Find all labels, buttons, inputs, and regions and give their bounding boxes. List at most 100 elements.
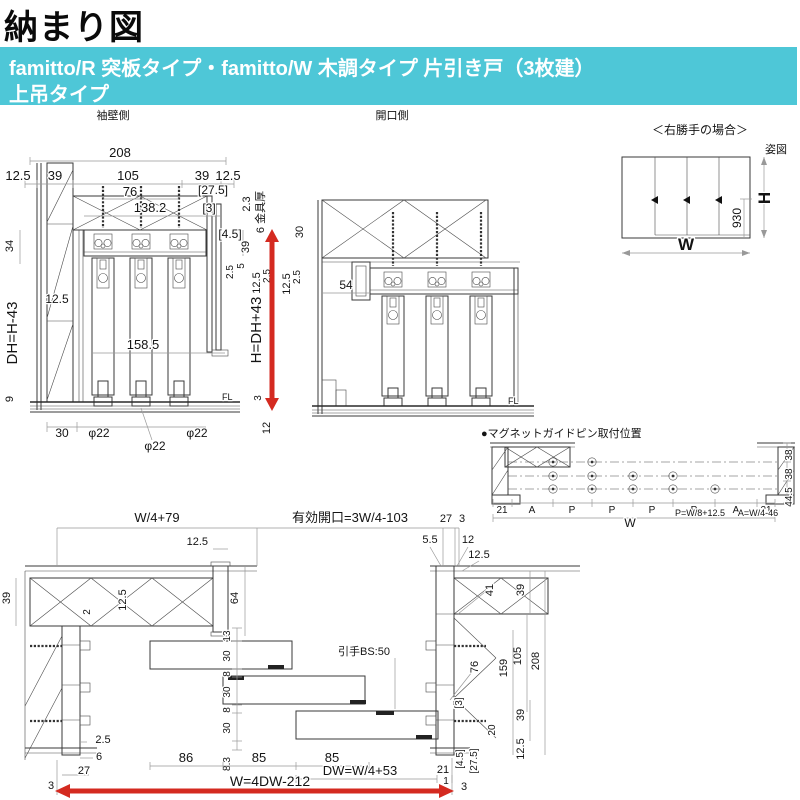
dim-label: 21 [496,505,508,516]
dim-label: 2.5 [292,270,303,284]
left-section-title: 袖壁側 [97,108,130,122]
header-beam [321,199,489,259]
dim-label: 12.5 [45,292,69,306]
dh-formula: DH=H-43 [4,302,21,365]
dim-label: [3] [454,697,465,708]
dim-label: 85 [325,750,339,765]
dim-label: [27.5] [469,748,480,773]
dim-label: A [733,505,740,516]
dim-label: 12 [261,422,273,434]
dim-label: 2.3 [241,196,253,211]
height-arrow: H=DH+43 [247,229,279,411]
page-title: 納まり図 [4,9,144,47]
opening-formula: 有効開口=3W/4-103 [292,510,408,525]
elevation-note: ＜右勝手の場合＞ [652,122,748,137]
dim-label: 5 [236,263,247,269]
slide-arrow-icon [715,196,722,204]
door-panels-plan [149,640,439,740]
dim-label: 159 [498,659,510,677]
dim-label: P [691,505,698,516]
dim-label: 930 [730,208,744,228]
handle [376,711,394,715]
dim-label: 39 [240,241,252,253]
dim-label: 21 [760,505,772,516]
elevation-title: 姿図 [765,143,787,156]
dim-label: 3 [48,780,54,792]
dim-label: H [755,192,774,204]
dim-label: P [609,505,616,516]
dim-label: 27 [440,513,452,525]
pocket-jamb [212,565,229,633]
dim-label: 85 [252,750,266,765]
dim-label: 8 [222,671,233,677]
dim-label: 5.5 [422,534,437,546]
handle [350,700,366,704]
magnet-pin-diagram: ●マグネットガイドピン取付位置 21 A P P P P A 21 [480,425,796,531]
dim-label: 2.5 [225,265,236,279]
dim-label: 30 [222,722,233,734]
dim-label: 64 [229,592,241,604]
fl-label: FL [222,392,233,402]
h-formula: H=DH+43 [248,297,265,364]
dim-label: 12.5 [5,168,30,183]
door-panels-section [91,257,191,407]
w-formula: W=4DW-212 [230,773,310,789]
dim-label: 12.5 [468,549,489,561]
dim-label: 6 金具厚 [253,191,267,233]
left-frame [61,625,81,756]
width-arrow: W=4DW-212 [55,772,454,798]
banner-line1: famitto/R 突板タイプ・famitto/W 木調タイプ 片引き戸（3枚建… [9,58,595,80]
dim-label: 27 [78,765,90,777]
dim-label: 86 [179,750,193,765]
a-formula: A=W/4-46 [738,508,778,518]
dim-label: 8 [222,707,233,713]
dim-label: W/4+79 [134,510,179,525]
p-formula: P=W/8+12.5 [675,508,725,518]
dim-label: W [678,235,695,254]
dim-label: 38 [784,468,795,480]
dim-label: 8.3 [222,757,233,771]
door-panels-section [381,295,493,407]
fl-label: FL [508,396,519,406]
dim-label: 30 [222,686,233,698]
dim-label: 39 [48,168,62,183]
dim-label: [4.5] [218,227,241,241]
dim-label: 12.5 [117,589,129,610]
dim-label: 2.5 [95,734,110,746]
dim-label: φ22 [186,426,207,440]
dim-label: 1 [443,776,449,787]
dim-label: W [624,516,636,530]
dim-label: [3] [202,201,215,215]
dim-label: 39 [1,592,13,604]
dim-label: φ22 [144,439,165,453]
dim-label: 38 [784,449,795,461]
dim-label: 44.5 [784,487,795,507]
magnet-title: ●マグネットガイドピン取付位置 [481,426,642,440]
dim-label: P [569,505,576,516]
dim-label: 12.5 [251,272,263,293]
dim-label: φ22 [88,426,109,440]
dim-label: 208 [109,145,131,160]
dim-label: 12.5 [515,738,527,759]
mid-section-title: 開口側 [376,109,409,122]
dim-label: 12.5 [281,273,293,294]
handle [228,676,244,680]
dim-label: 30 [222,650,233,662]
elevation-drawing: ＜右勝手の場合＞ 姿図 W H 930 [621,121,788,256]
dim-label: A [529,505,536,516]
dim-label: 3 [459,513,465,525]
mid-section-drawing: 開口側 [280,108,534,417]
dim-label: 138.2 [134,200,167,215]
dw-formula: DW=W/4+53 [323,763,397,778]
stud-wall [46,162,74,403]
dim-label: 41 [484,584,496,596]
dim-label: 158.5 [127,337,160,352]
slide-arrow-icon [683,196,690,204]
dim-label: 20 [487,724,498,736]
dim-label: 39 [195,168,209,183]
dim-label: 3 [461,781,467,793]
slide-arrow-icon [651,196,658,204]
dim-label: 6 [96,751,102,763]
dim-label: 34 [4,240,16,252]
